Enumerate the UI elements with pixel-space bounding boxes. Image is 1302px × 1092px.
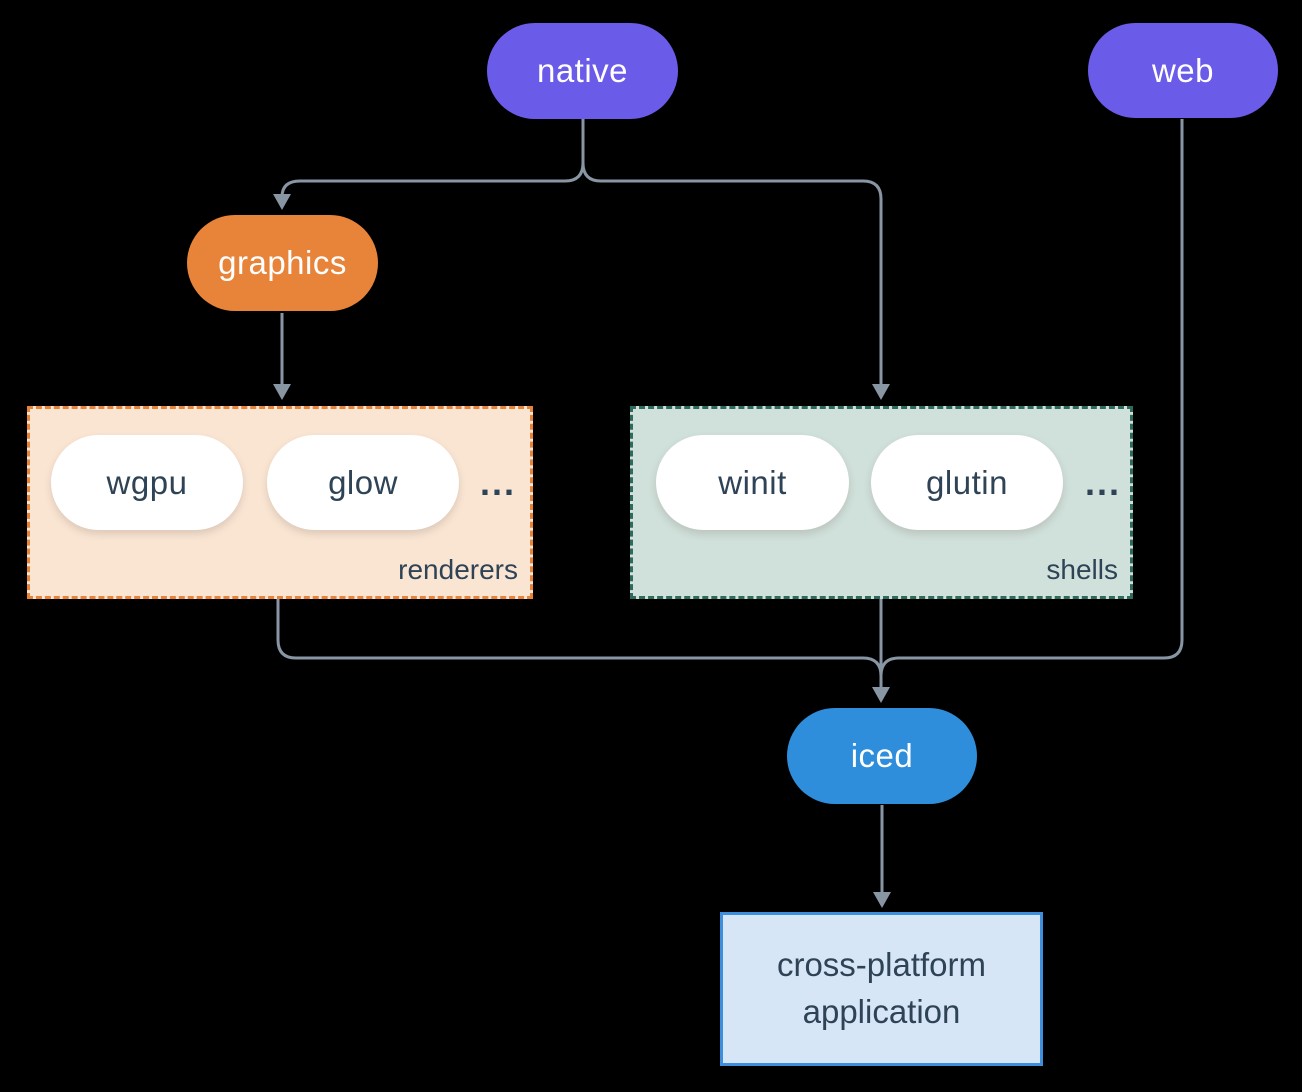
node-wgpu: wgpu <box>51 435 243 530</box>
edge-web-to-iced <box>879 119 1184 677</box>
node-glutin: glutin <box>871 435 1063 530</box>
node-native: native <box>487 23 678 119</box>
group-renderers: wgpu glow ... renderers <box>27 406 533 599</box>
node-iced: iced <box>787 708 977 804</box>
edge-native-to-graphics <box>280 119 585 198</box>
arrowhead-renderers <box>273 384 291 400</box>
node-cross-platform-application: cross-platform application <box>720 912 1043 1066</box>
node-iced-label: iced <box>850 737 914 774</box>
group-renderers-label: renderers <box>398 554 518 585</box>
arrowhead-iced <box>872 687 890 703</box>
arrowhead-shells <box>872 384 890 400</box>
node-wgpu-label: wgpu <box>106 463 188 501</box>
node-graphics-label: graphics <box>218 244 347 281</box>
node-native-label: native <box>536 52 629 89</box>
node-winit: winit <box>656 435 849 530</box>
arrowhead-application <box>873 892 891 908</box>
node-cross-platform-application-label: cross-platform application <box>776 946 987 1030</box>
edge-native-to-shells <box>581 119 883 384</box>
node-graphics: graphics <box>187 215 378 311</box>
edge-renderers-to-iced <box>276 599 883 677</box>
renderers-ellipsis: ... <box>480 462 517 503</box>
node-web-label: web <box>1151 51 1215 89</box>
arrowhead-graphics <box>273 194 291 210</box>
node-glow-label: glow <box>328 463 398 501</box>
node-web: web <box>1088 23 1278 118</box>
node-glutin-label: glutin <box>926 463 1008 501</box>
node-winit-label: winit <box>718 463 787 501</box>
node-glow: glow <box>267 435 459 530</box>
group-shells-label: shells <box>1046 554 1118 585</box>
shells-ellipsis: ... <box>1085 462 1122 503</box>
group-shells: winit glutin ... shells <box>630 406 1133 599</box>
